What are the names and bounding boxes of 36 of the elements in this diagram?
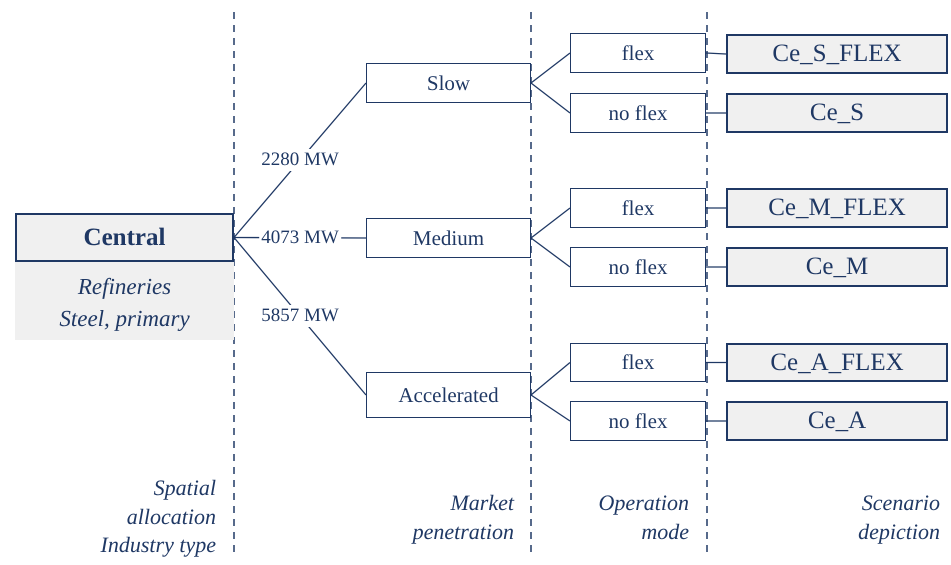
column-label: Operation mode [598,489,689,546]
category-box: no flex [570,247,706,287]
connector-line [530,362,570,396]
category-box: no flex [570,401,706,441]
category-box: Medium [366,218,531,258]
scenario-box: Ce_M_FLEX [726,188,948,228]
column-label: Market penetration [410,489,514,546]
connector-line [530,394,570,422]
scenario-box: Ce_A_FLEX [726,343,948,382]
scenario-box: Ce_S [726,93,948,133]
connector-line [706,362,726,364]
category-box: no flex [570,93,706,133]
edge-label: 2280 MW [259,149,341,172]
connector-line [530,237,570,268]
edge-label: 5857 MW [259,305,341,328]
category-box: flex [570,33,706,73]
connector-line [706,266,726,268]
column-label: Spatial allocation Industry type [100,474,216,560]
connector-line [530,82,570,114]
category-box: flex [570,343,706,382]
category-description: Refineries Steel, primary [58,273,191,334]
scenario-box: Ce_M [726,247,948,287]
category-box: Slow [366,63,531,103]
connector-line [706,207,726,209]
scenario-box: Ce_S_FLEX [726,34,948,74]
category-heading: Central [15,213,234,262]
connector-line [706,420,726,422]
scenario-box: Ce_A [726,401,948,441]
connector-line [706,112,726,114]
central-panel [15,213,234,340]
connector-line [530,207,570,239]
category-box: Accelerated [366,372,531,418]
connector-line [530,52,570,84]
connector-line [706,52,726,55]
category-box: flex [570,188,706,228]
column-label: Scenario depiction [857,489,940,546]
